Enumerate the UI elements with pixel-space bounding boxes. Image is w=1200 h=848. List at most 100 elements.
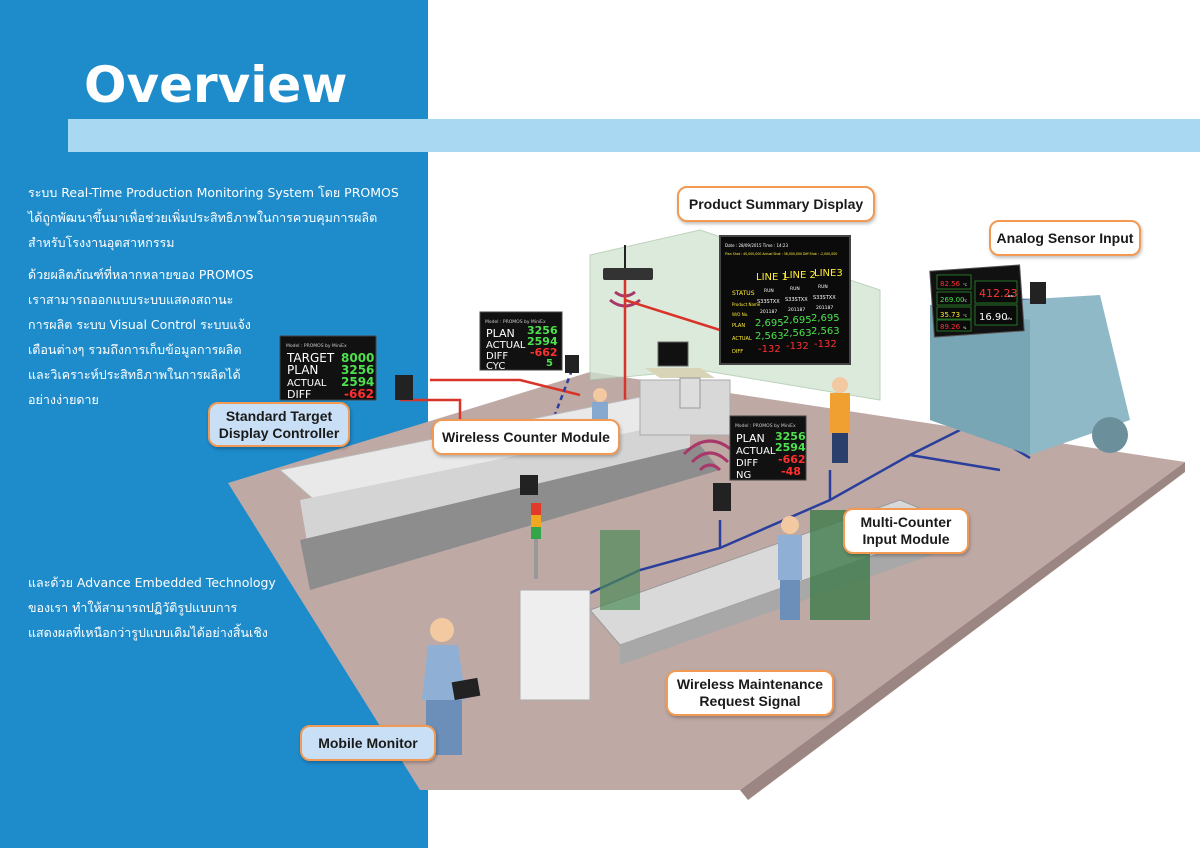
tech-line: ของเรา ทำให้สามารถปฏิวัติรูปแบบการ bbox=[28, 600, 238, 615]
signal-cable-blue bbox=[573, 298, 1072, 605]
display-label: ACTUAL bbox=[486, 340, 526, 351]
summary-cell: 2,563 bbox=[811, 326, 840, 337]
analog-value: 35.73 bbox=[940, 311, 960, 319]
summary-cell: S33STXX bbox=[785, 297, 808, 303]
display-label: PLAN bbox=[736, 432, 765, 445]
callout-text: Display Controller bbox=[218, 424, 340, 441]
callout-text: Wireless Counter Module bbox=[442, 428, 610, 445]
summary-line-label: LINE 1 bbox=[756, 272, 788, 283]
worker-figure bbox=[830, 377, 850, 463]
summary-cell: S33STXX bbox=[813, 295, 836, 301]
summary-cell: 2,695 bbox=[811, 313, 840, 324]
intro2-line: การผลิต ระบบ Visual Control ระบบแจ้ง bbox=[28, 317, 251, 332]
intro-line: ได้ถูกพัฒนาขึ้นมาเพื่อช่วยเพิ่มประสิทธิภ… bbox=[28, 210, 378, 225]
display-label: CYC bbox=[486, 361, 505, 372]
display-label: NG bbox=[736, 470, 751, 481]
display-value: 5 bbox=[546, 358, 553, 369]
callout-wireless-counter: Wireless Counter Module bbox=[432, 419, 620, 455]
multi-counter-display: Model : PROMOS by MiniEx PLAN 3256 ACTUA… bbox=[729, 415, 807, 481]
computer-desk bbox=[645, 341, 715, 409]
callout-wireless-maintenance: Wireless Maintenance Request Signal bbox=[666, 670, 834, 716]
analog-unit: kPa bbox=[1006, 317, 1012, 321]
sensor-box-icon bbox=[1030, 282, 1046, 304]
display-label: PLAN bbox=[486, 327, 515, 340]
summary-row-label: STATUS bbox=[732, 290, 755, 297]
summary-cell: 2,563 bbox=[783, 328, 812, 339]
product-summary-display: Date : 28/09/2015 Time : 14:23 Plan Shot… bbox=[719, 235, 851, 365]
standard-target-display: Model : PROMOS by MiniEx TARGET 8000 PLA… bbox=[279, 335, 377, 401]
analog-unit: °C bbox=[963, 299, 968, 303]
analog-unit: % bbox=[963, 326, 967, 330]
display-value: 2594 bbox=[527, 335, 558, 348]
callout-text: Analog Sensor Input bbox=[996, 229, 1134, 246]
summary-cell: RUN bbox=[790, 286, 800, 292]
display-value: -662 bbox=[530, 346, 558, 359]
analog-unit: °C bbox=[963, 283, 968, 287]
display-label: ACTUAL bbox=[736, 446, 776, 457]
floor-edge bbox=[740, 462, 1185, 800]
callout-text: Request Signal bbox=[699, 693, 801, 709]
display-value: 3256 bbox=[527, 324, 558, 337]
summary-cell: -132 bbox=[786, 341, 809, 352]
display-model-label: Model : PROMOS by MiniEx bbox=[485, 319, 546, 325]
callout-multi-counter: Multi-Counter Input Module bbox=[843, 508, 969, 554]
callout-analog-sensor: Analog Sensor Input bbox=[989, 220, 1141, 256]
callout-text: Mobile Monitor bbox=[318, 734, 418, 751]
display-label: PLAN bbox=[287, 363, 318, 377]
summary-cell: 201187 bbox=[760, 309, 777, 315]
boiler-machine bbox=[930, 295, 1130, 455]
summary-cell: RUN bbox=[818, 284, 828, 290]
analog-value: 412.23 bbox=[979, 287, 1018, 300]
intro2-line: เตือนต่างๆ รวมถึงการเก็บข้อมูลการผลิต bbox=[28, 342, 242, 357]
display-value: -662 bbox=[778, 453, 806, 466]
tech-line: และด้วย Advance Embedded Technology bbox=[28, 575, 276, 590]
summary-cell: 2,695 bbox=[783, 315, 812, 326]
summary-cell: 2,563 bbox=[755, 331, 784, 342]
display-value: 3256 bbox=[341, 363, 374, 377]
summary-line-label: LINE 2 bbox=[784, 270, 816, 281]
callout-text: Multi-Counter bbox=[860, 514, 952, 530]
summary-cell: 201187 bbox=[788, 307, 805, 313]
sensor-box-icon bbox=[713, 483, 731, 511]
analog-unit: °C bbox=[963, 314, 968, 318]
callout-standard-target: Standard Target Display Controller bbox=[208, 402, 350, 447]
callout-text: Wireless Maintenance bbox=[676, 676, 824, 692]
intro2-line: ด้วยผลิตภัณฑ์ที่หลากหลายของ PROMOS bbox=[28, 267, 254, 282]
title-underline-bar bbox=[68, 119, 1200, 152]
callout-text: Product Summary Display bbox=[688, 195, 864, 212]
display-label: ACTUAL bbox=[287, 378, 327, 389]
intro2-line: เราสามารถออกแบบระบบแสดงสถานะ bbox=[28, 292, 234, 307]
display-value: 2594 bbox=[775, 441, 806, 454]
display-label: DIFF bbox=[736, 458, 758, 469]
display-value: -662 bbox=[344, 387, 374, 401]
worker-figure bbox=[778, 516, 802, 620]
display-label: DIFF bbox=[287, 388, 311, 401]
summary-line-label: LINE3 bbox=[814, 268, 843, 279]
display-label: DIFF bbox=[486, 351, 508, 362]
display-label: TARGET bbox=[286, 351, 335, 365]
analog-sensor-display: 82.56 °C 412.23 bar 269.00 °C 35.73 °C 1… bbox=[929, 264, 1025, 338]
callout-text: Standard Target bbox=[225, 407, 333, 424]
intro-paragraph: ระบบ Real-Time Production Monitoring Sys… bbox=[28, 180, 408, 255]
summary-row-label: DIFF bbox=[732, 349, 743, 355]
callout-product-summary: Product Summary Display bbox=[677, 186, 875, 222]
tech-line: แสดงผลที่เหนือกว่ารูปแบบเดิมได้อย่างสิ้น… bbox=[28, 625, 268, 640]
sensor-box-icon bbox=[395, 375, 413, 400]
intro-line: สำหรับโรงงานอุตสาหกรรม bbox=[28, 235, 175, 250]
display-model-label: Model : PROMOS by MiniEx bbox=[286, 343, 347, 349]
sensor-box-icon bbox=[565, 355, 579, 373]
display-value: -48 bbox=[781, 465, 801, 478]
summary-row-label: PLAN bbox=[732, 323, 745, 329]
analog-unit: bar bbox=[1008, 294, 1014, 298]
summary-cell: RUN bbox=[764, 288, 774, 294]
summary-cell: -132 bbox=[758, 344, 781, 355]
sensor-box-icon bbox=[520, 475, 538, 495]
intro2-line: และวิเคราะห์ประสิทธิภาพในการผลิตได้ bbox=[28, 367, 241, 382]
tower-light-icon bbox=[531, 503, 541, 579]
summary-cell: 201187 bbox=[816, 305, 833, 311]
summary-header: Plan Shot : 40,000,000 Actual Shot : 38,… bbox=[725, 252, 837, 256]
summary-cell: 2,695 bbox=[755, 318, 784, 329]
intro2-line: อย่างง่ายดาย bbox=[28, 392, 99, 407]
callout-text: Input Module bbox=[862, 531, 950, 547]
tech-paragraph: และด้วย Advance Embedded Technology ของเ… bbox=[28, 570, 408, 645]
